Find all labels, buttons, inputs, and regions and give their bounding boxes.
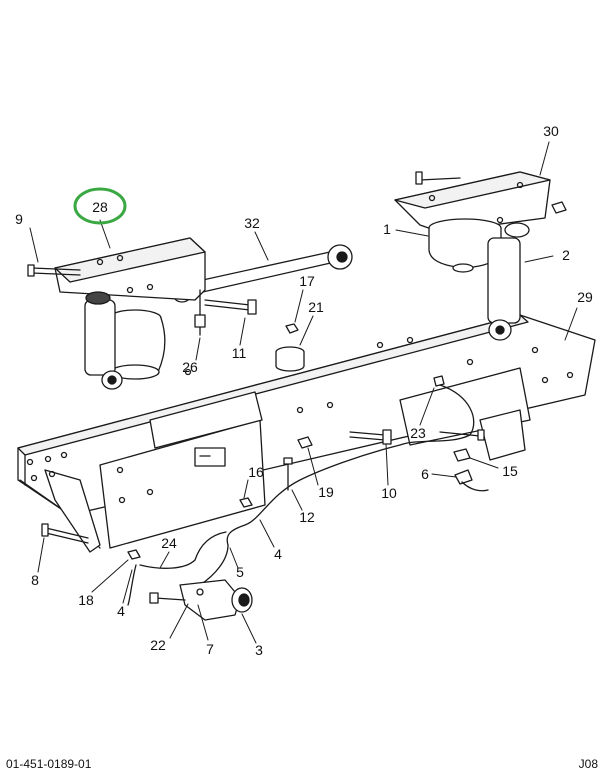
callout-6[interactable]: 6 (421, 466, 429, 482)
right-air-spring (428, 218, 530, 341)
left-air-spring (84, 291, 166, 390)
callout-24[interactable]: 24 (161, 535, 177, 551)
callout-29[interactable]: 29 (577, 289, 593, 305)
leveling-valve (149, 579, 253, 621)
callout-5[interactable]: 5 (236, 564, 244, 580)
callout-23[interactable]: 23 (410, 425, 426, 441)
callout-3[interactable]: 3 (255, 642, 263, 658)
callout-16[interactable]: 16 (248, 464, 264, 480)
spacer-block (275, 346, 305, 372)
callout-21[interactable]: 21 (308, 299, 324, 315)
sheet-code: J08 (578, 757, 598, 771)
document-number: 01-451-0189-01 (6, 757, 92, 771)
highlight-circle (73, 187, 127, 225)
callout-1[interactable]: 1 (383, 221, 391, 237)
callout-7[interactable]: 7 (206, 641, 214, 657)
callout-4-lower[interactable]: 4 (117, 603, 125, 619)
callout-17[interactable]: 17 (299, 273, 315, 289)
right-hanger-bracket (394, 171, 567, 233)
callout-8[interactable]: 8 (31, 572, 39, 588)
callout-22[interactable]: 22 (150, 637, 166, 653)
callout-12[interactable]: 12 (299, 509, 315, 525)
callout-18[interactable]: 18 (78, 592, 94, 608)
frame-rail (17, 314, 596, 553)
callout-9[interactable]: 9 (15, 211, 23, 227)
callout-30[interactable]: 30 (543, 123, 559, 139)
callout-4-upper[interactable]: 4 (274, 546, 282, 562)
callout-2[interactable]: 2 (562, 247, 570, 263)
callout-11[interactable]: 11 (232, 345, 247, 361)
left-hanger-bracket (27, 237, 206, 301)
leader-lines (29, 141, 578, 644)
callout-19[interactable]: 19 (318, 484, 334, 500)
callout-15[interactable]: 15 (502, 463, 518, 479)
air-lines (127, 384, 489, 606)
callout-28[interactable]: 28 (92, 199, 108, 215)
callout-32[interactable]: 32 (244, 215, 260, 231)
callout-26[interactable]: 26 (182, 359, 198, 375)
fasteners (41, 289, 485, 560)
callout-10[interactable]: 10 (381, 485, 397, 501)
